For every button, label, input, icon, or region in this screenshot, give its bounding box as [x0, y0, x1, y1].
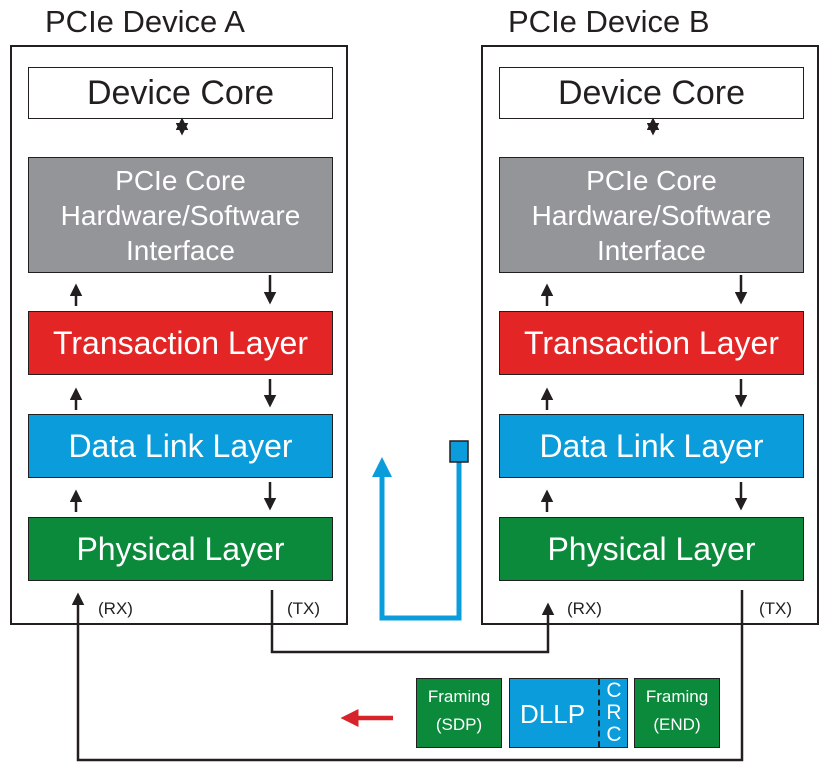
- crc-letter: R: [606, 701, 622, 724]
- device-a-title: PCIe Device A: [45, 4, 245, 39]
- interface-line: Interface: [126, 234, 235, 266]
- device-a-interface: PCIe Core Hardware/Software Interface: [28, 157, 333, 273]
- device-b-interface: PCIe Core Hardware/Software Interface: [499, 157, 804, 273]
- interface-line: Hardware/Software: [531, 199, 772, 231]
- device-b-box: Device Core PCIe Core Hardware/Software …: [481, 45, 819, 625]
- dllp-label: DLLP: [520, 699, 586, 729]
- device-a-rx-label: (RX): [98, 599, 133, 618]
- crc-label: C R C: [603, 680, 625, 746]
- framing-sdp: Framing (SDP): [416, 678, 502, 748]
- dllp-source-square: [449, 440, 469, 463]
- crc-letter: C: [606, 679, 622, 702]
- interface-line: PCIe Core: [115, 164, 246, 196]
- device-a-box: Device Core PCIe Core Hardware/Software …: [10, 45, 348, 625]
- dllp-block: DLLP C R C: [509, 678, 628, 748]
- interface-line: Interface: [597, 234, 706, 266]
- crc-letter: C: [606, 723, 622, 746]
- device-a-tx-label: (TX): [287, 599, 321, 618]
- framing-end-line: Framing: [645, 687, 709, 706]
- link-a-tx-to-b-rx: [270, 590, 555, 654]
- device-a-transaction-layer: Transaction Layer: [28, 311, 333, 375]
- device-b-data-link-layer: Data Link Layer: [499, 414, 804, 478]
- interface-line: PCIe Core: [586, 164, 717, 196]
- device-a-physical-layer: Physical Layer: [28, 517, 333, 581]
- device-b-core: Device Core: [499, 67, 804, 119]
- link-b-tx-to-a-rx: [71, 590, 744, 762]
- device-b-tx-label: (TX): [759, 599, 793, 618]
- device-b-title: PCIe Device B: [508, 4, 710, 39]
- framing-end: Framing (END): [634, 678, 720, 748]
- crc-divider: [598, 679, 600, 747]
- device-b-physical-layer: Physical Layer: [499, 517, 804, 581]
- framing-sdp-line: Framing: [427, 687, 491, 706]
- device-b-transaction-layer: Transaction Layer: [499, 311, 804, 375]
- interface-line: Hardware/Software: [60, 199, 301, 231]
- dllp-path-arrow: [372, 457, 462, 621]
- framing-end-line: (END): [653, 715, 701, 734]
- device-b-rx-label: (RX): [567, 599, 602, 618]
- device-a-data-link-layer: Data Link Layer: [28, 414, 333, 478]
- framing-sdp-line: (SDP): [435, 715, 483, 734]
